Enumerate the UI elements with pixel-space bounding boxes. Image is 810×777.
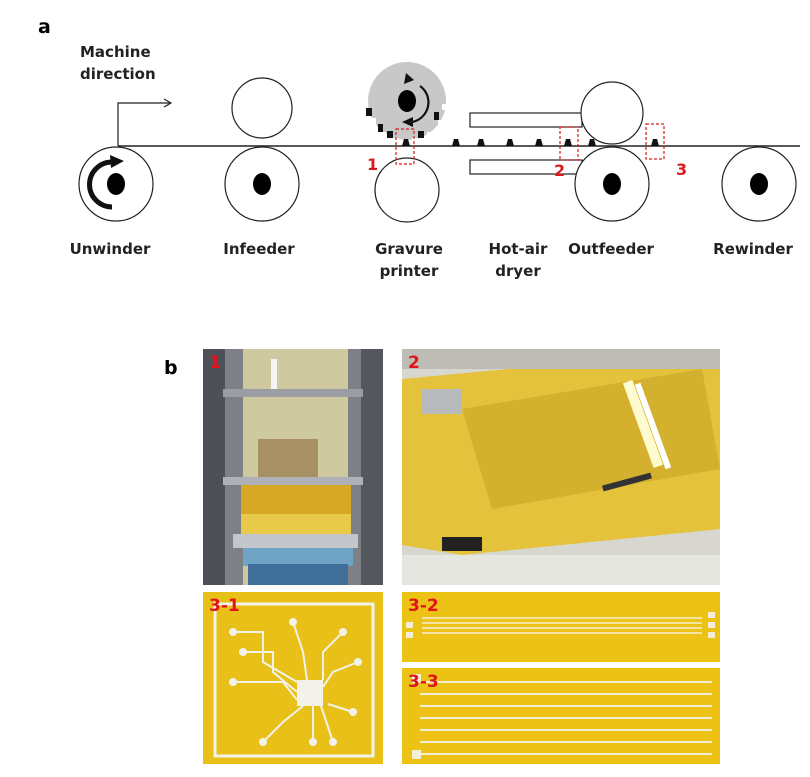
marker-box-1 xyxy=(395,128,415,165)
photo-3-1-circuit-pattern: 3-1 xyxy=(203,592,383,764)
hot-air-dryer xyxy=(469,112,583,175)
label-dryer-1: Hot-air xyxy=(489,240,549,258)
inspection-boxes xyxy=(395,123,665,165)
rewinder-roll xyxy=(721,146,797,222)
marker-3: 3 xyxy=(676,160,687,179)
label-gravure-1: Gravure xyxy=(375,240,443,258)
photo-label-3-3: 3-3 xyxy=(408,672,439,692)
outfeeder-rolls xyxy=(574,81,650,222)
label-dryer-2: dryer xyxy=(495,262,541,280)
label-outfeeder: Outfeeder xyxy=(568,240,654,258)
direction-label-2: direction xyxy=(80,65,156,83)
panel-a-letter: a xyxy=(38,16,51,38)
label-unwinder: Unwinder xyxy=(70,240,151,258)
marker-box-3 xyxy=(645,123,665,160)
photo-2-dryer-section: 2 xyxy=(402,349,720,585)
photo-label-1: 1 xyxy=(209,353,221,373)
label-rewinder: Rewinder xyxy=(713,240,793,258)
gravure-printer xyxy=(366,62,447,223)
photo-label-2: 2 xyxy=(408,353,420,373)
roll-to-roll-schematic: Machine direction xyxy=(70,43,800,280)
photo-1-printing-unit: 1 xyxy=(203,349,383,585)
marker-1: 1 xyxy=(367,155,378,174)
photo-3-2-printed-strip: 3-2 xyxy=(402,592,720,662)
machine-direction-arrow xyxy=(117,98,173,146)
label-gravure-2: printer xyxy=(380,262,439,280)
photo-3-3-line-pattern: 3-3 xyxy=(402,668,720,764)
label-infeeder: Infeeder xyxy=(223,240,295,258)
panel-b-letter: b xyxy=(164,357,178,379)
ink-bumps xyxy=(402,139,659,146)
unwinder-roll xyxy=(78,146,154,222)
infeeder-rolls xyxy=(224,77,300,222)
photo-label-3-1: 3-1 xyxy=(209,596,240,616)
direction-label-1: Machine xyxy=(80,43,151,61)
marker-box-2 xyxy=(559,126,579,161)
marker-2: 2 xyxy=(554,161,565,180)
photo-label-3-2: 3-2 xyxy=(408,596,439,616)
